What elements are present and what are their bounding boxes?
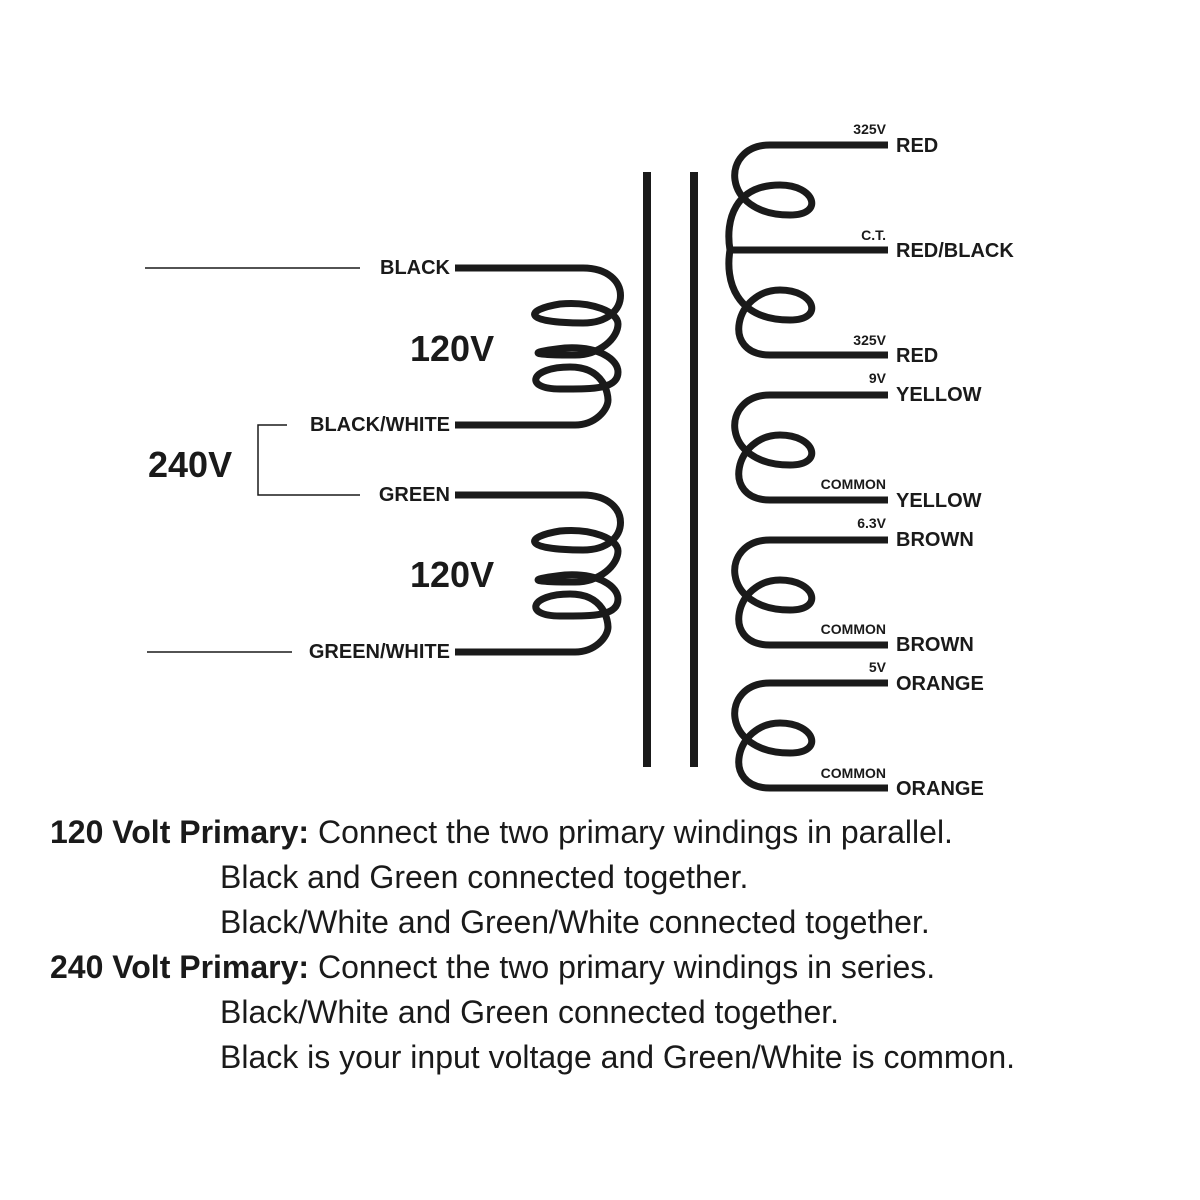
primary-winding-top — [455, 264, 624, 429]
note-240-line-3: Black is your input voltage and Green/Wh… — [220, 1039, 1016, 1075]
5v-voltage: 5V — [869, 659, 887, 675]
note-120-heading-row: 120 Volt Primary: Connect the two primar… — [50, 810, 1180, 855]
note-120-line-3: Black/White and Green/White connected to… — [220, 904, 930, 940]
secondary-winding-hv — [725, 141, 888, 359]
hv-bottom-voltage: 325V — [853, 332, 886, 348]
note-240-text: Connect the two primary windings in seri… — [309, 949, 936, 985]
hv-top-voltage: 325V — [853, 121, 886, 137]
lead-green-label: GREEN — [379, 484, 450, 506]
hv-bottom-color: RED — [896, 345, 938, 367]
secondary-winding-6-3v — [731, 536, 888, 649]
primary-bottom-voltage: 120V — [410, 554, 494, 595]
transformer-wiring-diagram: BLACK BLACK/WHITE GREEN GREEN/WHITE 120V… — [145, 121, 1014, 800]
6-3v-color: BROWN — [896, 529, 974, 551]
primary-winding-bottom — [455, 491, 624, 656]
5v-color: ORANGE — [896, 673, 984, 695]
hv-ct-color: RED/BLACK — [896, 240, 1014, 262]
hv-ct-label: C.T. — [861, 227, 886, 243]
5v-common-color: ORANGE — [896, 778, 984, 800]
note-120-heading: 120 Volt Primary: — [50, 814, 310, 850]
lead-black-label: BLACK — [380, 257, 451, 279]
6-3v-common-label: COMMON — [821, 621, 886, 637]
primary-top-voltage: 120V — [410, 328, 494, 369]
note-240-heading: 240 Volt Primary: — [50, 949, 310, 985]
9v-common-label: COMMON — [821, 476, 886, 492]
5v-common-label: COMMON — [821, 765, 886, 781]
secondary-winding-5v — [731, 679, 888, 792]
note-120-line-2: Black and Green connected together. — [220, 859, 749, 895]
secondary-winding-9v — [731, 391, 888, 504]
lead-black-white-label: BLACK/WHITE — [310, 414, 450, 436]
9v-voltage: 9V — [869, 370, 887, 386]
note-120-text: Connect the two primary windings in para… — [309, 814, 953, 850]
9v-common-color: YELLOW — [896, 490, 982, 512]
series-voltage-label: 240V — [148, 444, 232, 485]
hv-top-color: RED — [896, 135, 938, 157]
wiring-notes: 120 Volt Primary: Connect the two primar… — [50, 810, 1180, 1080]
transformer-core — [643, 172, 698, 767]
primary-leads — [145, 267, 360, 653]
6-3v-common-color: BROWN — [896, 634, 974, 656]
note-240-line-2: Black/White and Green connected together… — [220, 994, 840, 1030]
6-3v-voltage: 6.3V — [857, 515, 886, 531]
note-240-heading-row: 240 Volt Primary: Connect the two primar… — [50, 945, 1180, 990]
lead-green-white-label: GREEN/WHITE — [309, 641, 450, 663]
9v-color: YELLOW — [896, 384, 982, 406]
